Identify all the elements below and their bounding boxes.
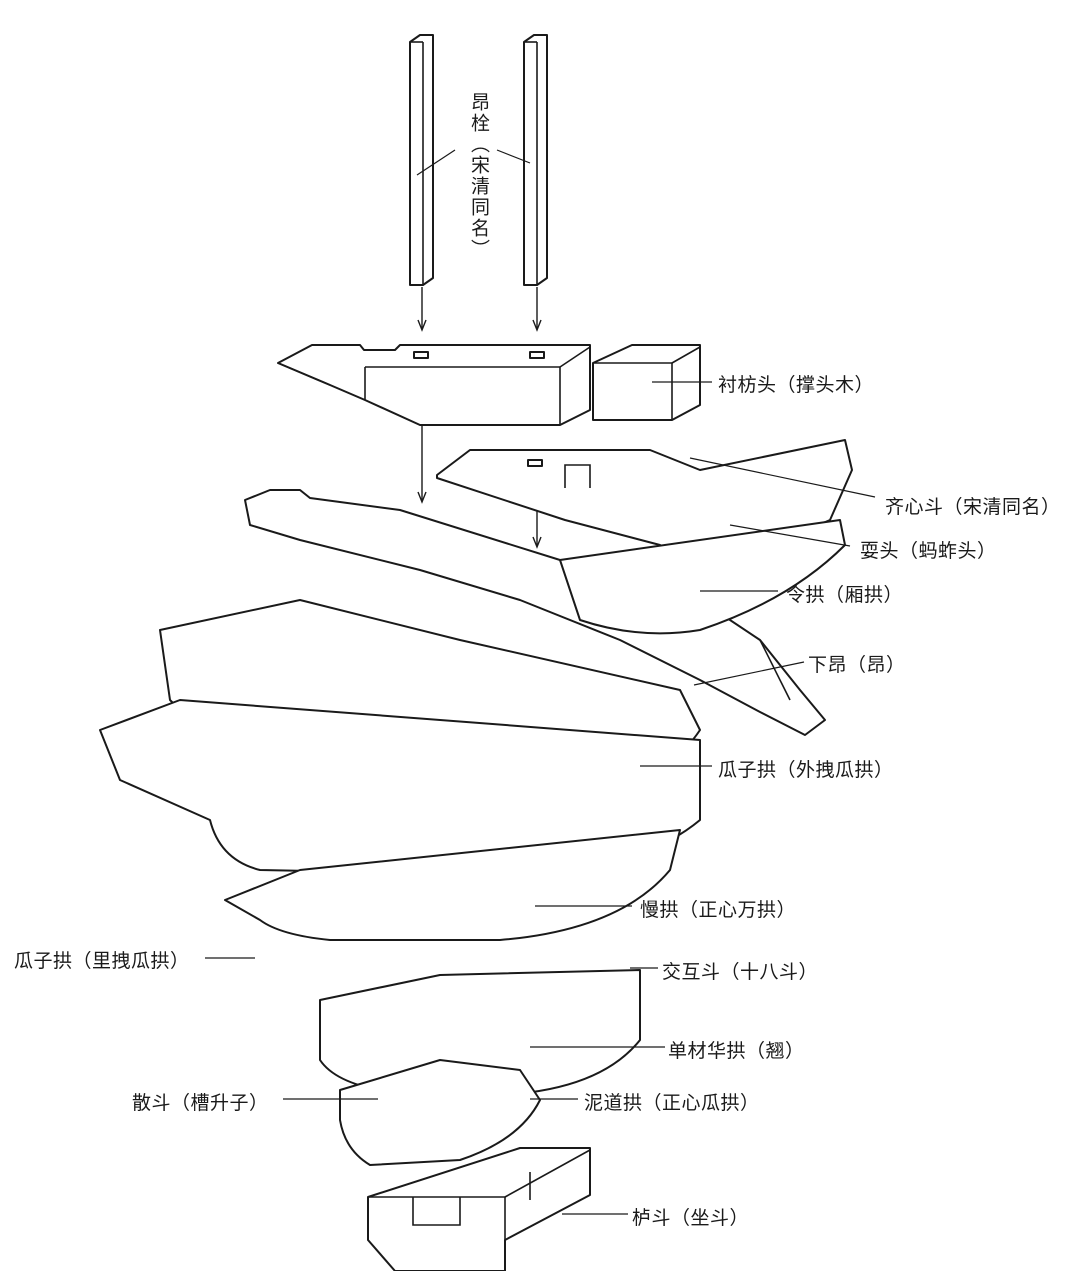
label-linggong: 令拱（厢拱） <box>786 584 904 606</box>
ang-peg-left <box>409 34 434 286</box>
xiaang-cantilever <box>244 489 826 736</box>
label-ludou: 栌斗（坐斗） <box>632 1207 750 1229</box>
label-sandou: 散斗（槽升子） <box>132 1092 269 1114</box>
chenfangtou-beam <box>277 344 701 426</box>
mangong-arm <box>224 829 681 941</box>
label-nidaogong: 泥道拱（正心瓜拱） <box>584 1092 760 1114</box>
label-jiaohudou: 交互斗（十八斗） <box>662 961 819 983</box>
linggong-arm <box>559 519 846 635</box>
label-guazigong-outer: 瓜子拱（外拽瓜拱） <box>718 759 894 781</box>
ang-peg-right <box>523 34 548 286</box>
label-mangong: 慢拱（正心万拱） <box>640 899 797 921</box>
leader-lines <box>205 149 876 1215</box>
label-xiaang: 下昂（昂） <box>808 654 906 676</box>
label-guazigong-inner: 瓜子拱（里拽瓜拱） <box>14 950 190 972</box>
ludou-base <box>367 1147 591 1271</box>
label-chenfangtou: 衬枋头（撑头木） <box>718 374 875 396</box>
label-qixindou: 齐心斗（宋清同名） <box>885 496 1061 518</box>
label-dancai-huagong: 单材华拱（翘） <box>668 1040 805 1062</box>
label-shuatou: 耍头（蚂蚱头） <box>860 540 997 562</box>
label-angshuan: 昂栓（宋清同名） <box>468 92 490 260</box>
nidaogong-arm <box>339 1059 541 1166</box>
